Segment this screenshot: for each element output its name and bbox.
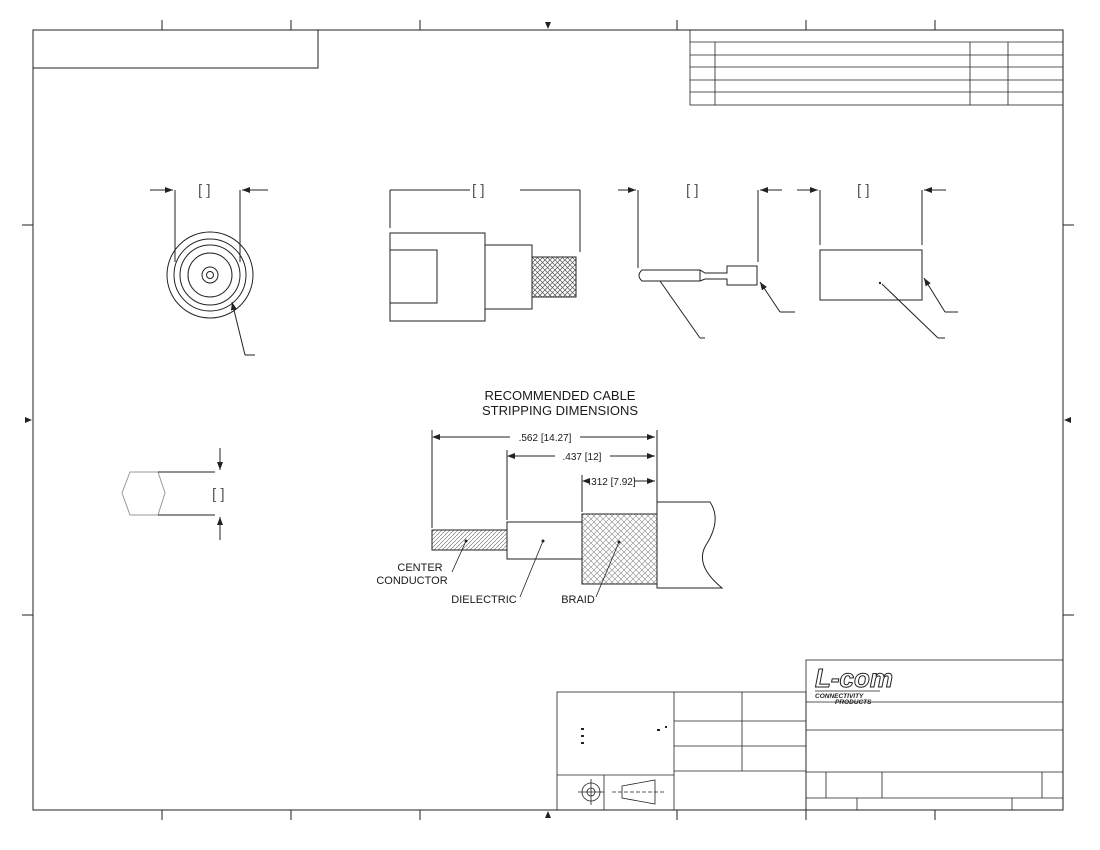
dim-ferrule-placeholder: [ ] (857, 182, 870, 199)
cable-leaders (451, 540, 620, 598)
label-dielectric: DIELECTRIC (451, 594, 516, 606)
third-angle-projection-icon (578, 779, 665, 805)
front-view (150, 187, 268, 356)
label-center-conductor-1: CENTER (397, 562, 442, 574)
hex-view (121, 448, 223, 540)
cable-drawing (431, 430, 724, 589)
tolerance-marks (581, 726, 667, 744)
section-title-line-2: STRIPPING DIMENSIONS (482, 403, 638, 418)
leader-dots (464, 539, 621, 544)
dim-hex-placeholder: [ ] (212, 486, 225, 503)
sheet-border (22, 20, 1074, 820)
dim-arrowheads (432, 434, 590, 484)
title-block (556, 659, 1064, 811)
section-title-line-1: RECOMMENDED CABLE (485, 388, 636, 403)
label-braid: BRAID (561, 594, 595, 606)
ferrule-view (797, 187, 958, 339)
company-tagline-2: PRODUCTS (835, 699, 872, 706)
centering-marks (25, 22, 1071, 818)
dim-braid: .312 [7.92] (588, 477, 635, 488)
dim-dielectric: .437 [12] (563, 452, 602, 463)
dim-side-placeholder: [ ] (472, 182, 485, 199)
ferrule-dot (878, 281, 882, 285)
pin-view (618, 187, 795, 339)
company-tagline-1: CONNECTIVITY (815, 693, 864, 700)
label-center-conductor-2: CONDUCTOR (376, 575, 447, 587)
drawing-number-box (32, 29, 319, 69)
revision-table (689, 29, 1064, 106)
dim-overall: .562 [14.27] (519, 433, 572, 444)
dim-pin-placeholder: [ ] (686, 182, 699, 199)
company-logo: L-com (815, 663, 893, 693)
dim-front-placeholder: [ ] (198, 182, 211, 199)
side-view (389, 189, 581, 322)
